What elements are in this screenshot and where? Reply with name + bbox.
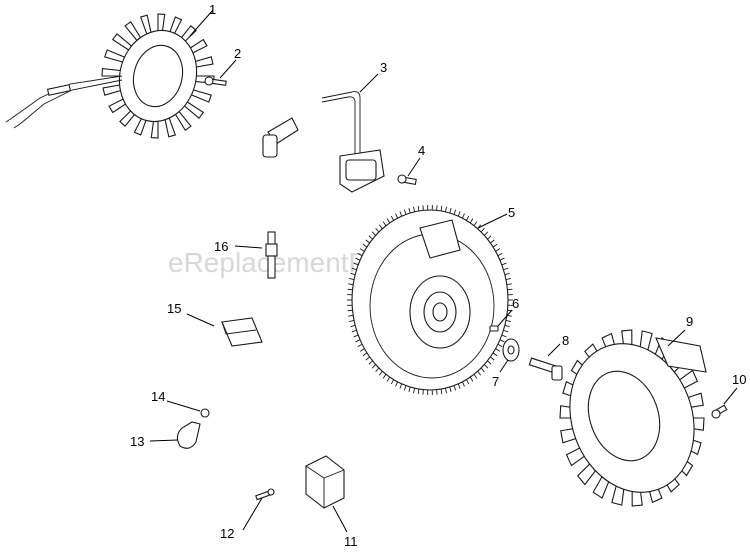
screw-2 xyxy=(204,76,227,86)
washer-14 xyxy=(200,408,210,418)
callout-3: 3 xyxy=(380,60,387,75)
clamp xyxy=(176,421,201,449)
callout-11: 11 xyxy=(344,534,358,549)
callout-15: 15 xyxy=(167,301,181,316)
callout-9: 9 xyxy=(686,314,693,329)
callout-13: 13 xyxy=(130,434,144,449)
callout-12: 12 xyxy=(220,526,234,541)
washer xyxy=(502,338,520,362)
screw-12 xyxy=(255,488,275,501)
leader-lines xyxy=(149,9,738,533)
callout-5: 5 xyxy=(508,205,515,220)
rubber-block xyxy=(221,317,263,347)
callout-10: 10 xyxy=(732,372,746,387)
screw-10 xyxy=(711,404,728,419)
bolt-8 xyxy=(528,357,563,381)
callouts: 1 2 3 4 5 6 7 8 9 10 11 12 13 14 15 16 xyxy=(130,2,746,549)
callout-4: 4 xyxy=(418,143,425,158)
callout-1: 1 xyxy=(209,2,216,17)
callout-14: 14 xyxy=(151,389,165,404)
callout-7: 7 xyxy=(492,374,499,389)
rectifier xyxy=(305,455,345,509)
spark-plug xyxy=(265,231,278,279)
flywheel xyxy=(347,205,513,395)
callout-16: 16 xyxy=(214,239,228,254)
key xyxy=(489,325,499,332)
callout-8: 8 xyxy=(562,333,569,348)
blower-housing xyxy=(559,329,707,507)
callout-2: 2 xyxy=(234,46,241,61)
ignition-module xyxy=(262,91,385,193)
screw-4 xyxy=(397,174,417,185)
callout-6: 6 xyxy=(512,296,519,311)
stator xyxy=(5,13,215,139)
